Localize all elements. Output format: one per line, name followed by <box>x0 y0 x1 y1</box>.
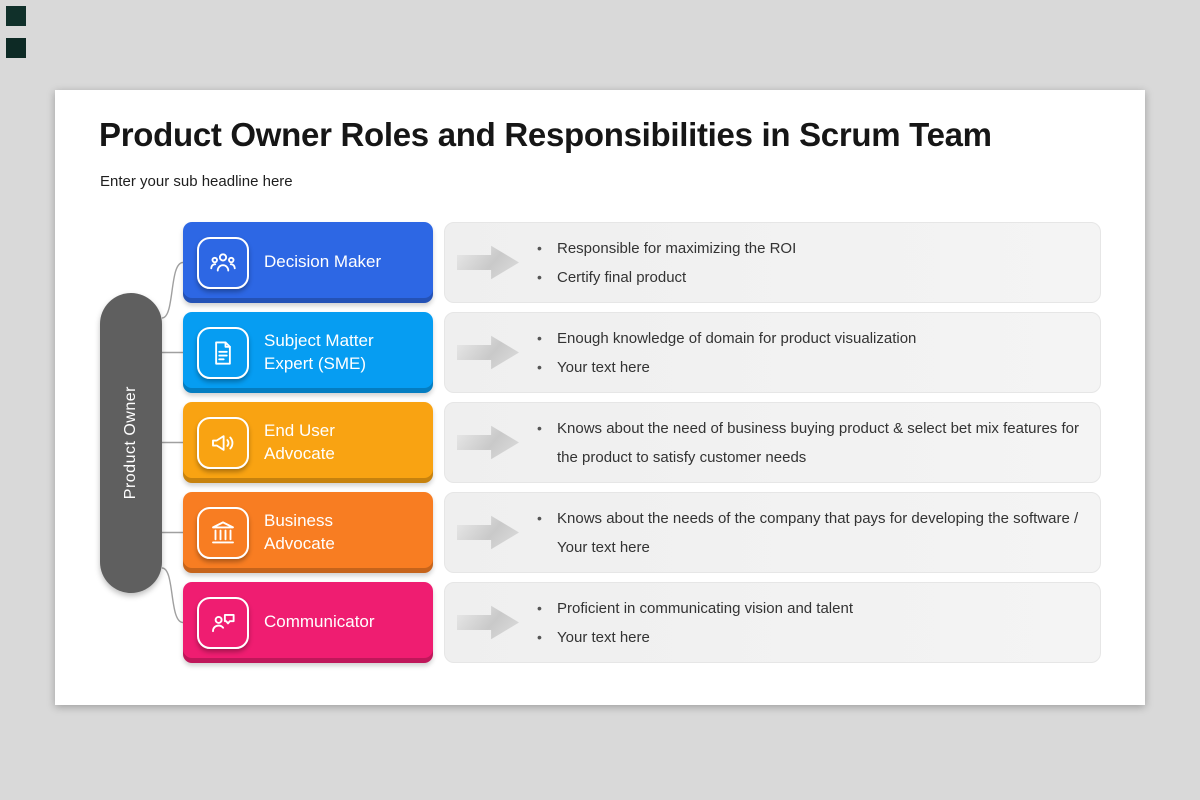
detail-panel: Knows about the needs of the company tha… <box>444 492 1101 573</box>
role-box: End User Advocate <box>183 402 433 483</box>
role-label: Communicator <box>264 612 375 632</box>
product-owner-pill: Product Owner <box>100 293 162 593</box>
bullet-item: Proficient in communicating vision and t… <box>535 594 853 623</box>
bullet-item: Your text here <box>535 353 916 382</box>
page-title: Product Owner Roles and Responsibilities… <box>99 116 992 153</box>
bullet-item: Knows about the needs of the company tha… <box>535 504 1082 562</box>
bullet-list: Responsible for maximizing the ROI Certi… <box>529 234 814 292</box>
role-box: Subject Matter Expert (SME) <box>183 312 433 393</box>
detail-panel: Enough knowledge of domain for product v… <box>444 312 1101 393</box>
role-box: Decision Maker <box>183 222 433 303</box>
bullet-list: Enough knowledge of domain for product v… <box>529 324 934 382</box>
role-label: Subject Matter Expert (SME) <box>264 331 374 373</box>
end-user-advocate-icon <box>212 434 234 451</box>
corner-mark-bottom <box>6 38 26 58</box>
detail-panel: Knows about the need of business buying … <box>444 402 1101 483</box>
bullet-list: Knows about the needs of the company tha… <box>529 504 1100 562</box>
role-row-communicator: Communicator Proficient in communicating… <box>183 582 1101 663</box>
role-label: End User Advocate <box>264 421 335 463</box>
bullet-item: Certify final product <box>535 263 796 292</box>
subject-matter-expert-icon <box>215 340 231 365</box>
decision-maker-icon <box>210 252 236 271</box>
arrow-right-icon <box>457 425 519 460</box>
role-row-subject-matter-expert: Subject Matter Expert (SME) Enough knowl… <box>183 312 1101 393</box>
arrow-right-icon <box>457 605 519 640</box>
icon-tile <box>197 416 249 469</box>
communicator-icon <box>212 613 235 632</box>
detail-panel: Proficient in communicating vision and t… <box>444 582 1101 663</box>
corner-mark-top <box>6 6 26 26</box>
bullet-list: Proficient in communicating vision and t… <box>529 594 871 652</box>
role-row-business-advocate: Business Advocate Knows about the needs … <box>183 492 1101 573</box>
arrow-right-icon <box>457 245 519 280</box>
arrow-right-icon <box>457 335 519 370</box>
slide: Product Owner Roles and Responsibilities… <box>55 90 1145 705</box>
role-box: Communicator <box>183 582 433 663</box>
sub-headline: Enter your sub headline here <box>100 173 293 190</box>
icon-tile <box>197 506 249 559</box>
role-row-decision-maker: Decision Maker Responsible for maximizin… <box>183 222 1101 303</box>
bullet-list: Knows about the need of business buying … <box>529 414 1100 472</box>
role-label: Decision Maker <box>264 252 382 272</box>
business-advocate-icon <box>212 520 234 543</box>
role-box: Business Advocate <box>183 492 433 573</box>
icon-tile <box>197 326 249 379</box>
detail-panel: Responsible for maximizing the ROI Certi… <box>444 222 1101 303</box>
connector-lines <box>161 261 184 624</box>
role-row-end-user-advocate: End User Advocate Knows about the need o… <box>183 402 1101 483</box>
product-owner-pill-label: Product Owner <box>122 386 139 500</box>
bullet-item: Enough knowledge of domain for product v… <box>535 324 916 353</box>
bullet-item: Knows about the need of business buying … <box>535 414 1082 472</box>
role-label: Business Advocate <box>264 511 335 553</box>
bullet-item: Your text here <box>535 623 853 652</box>
icon-tile <box>197 236 249 289</box>
bullet-item: Responsible for maximizing the ROI <box>535 234 796 263</box>
diagram-rows: Decision Maker Responsible for maximizin… <box>183 222 1101 672</box>
icon-tile <box>197 596 249 649</box>
arrow-right-icon <box>457 515 519 550</box>
